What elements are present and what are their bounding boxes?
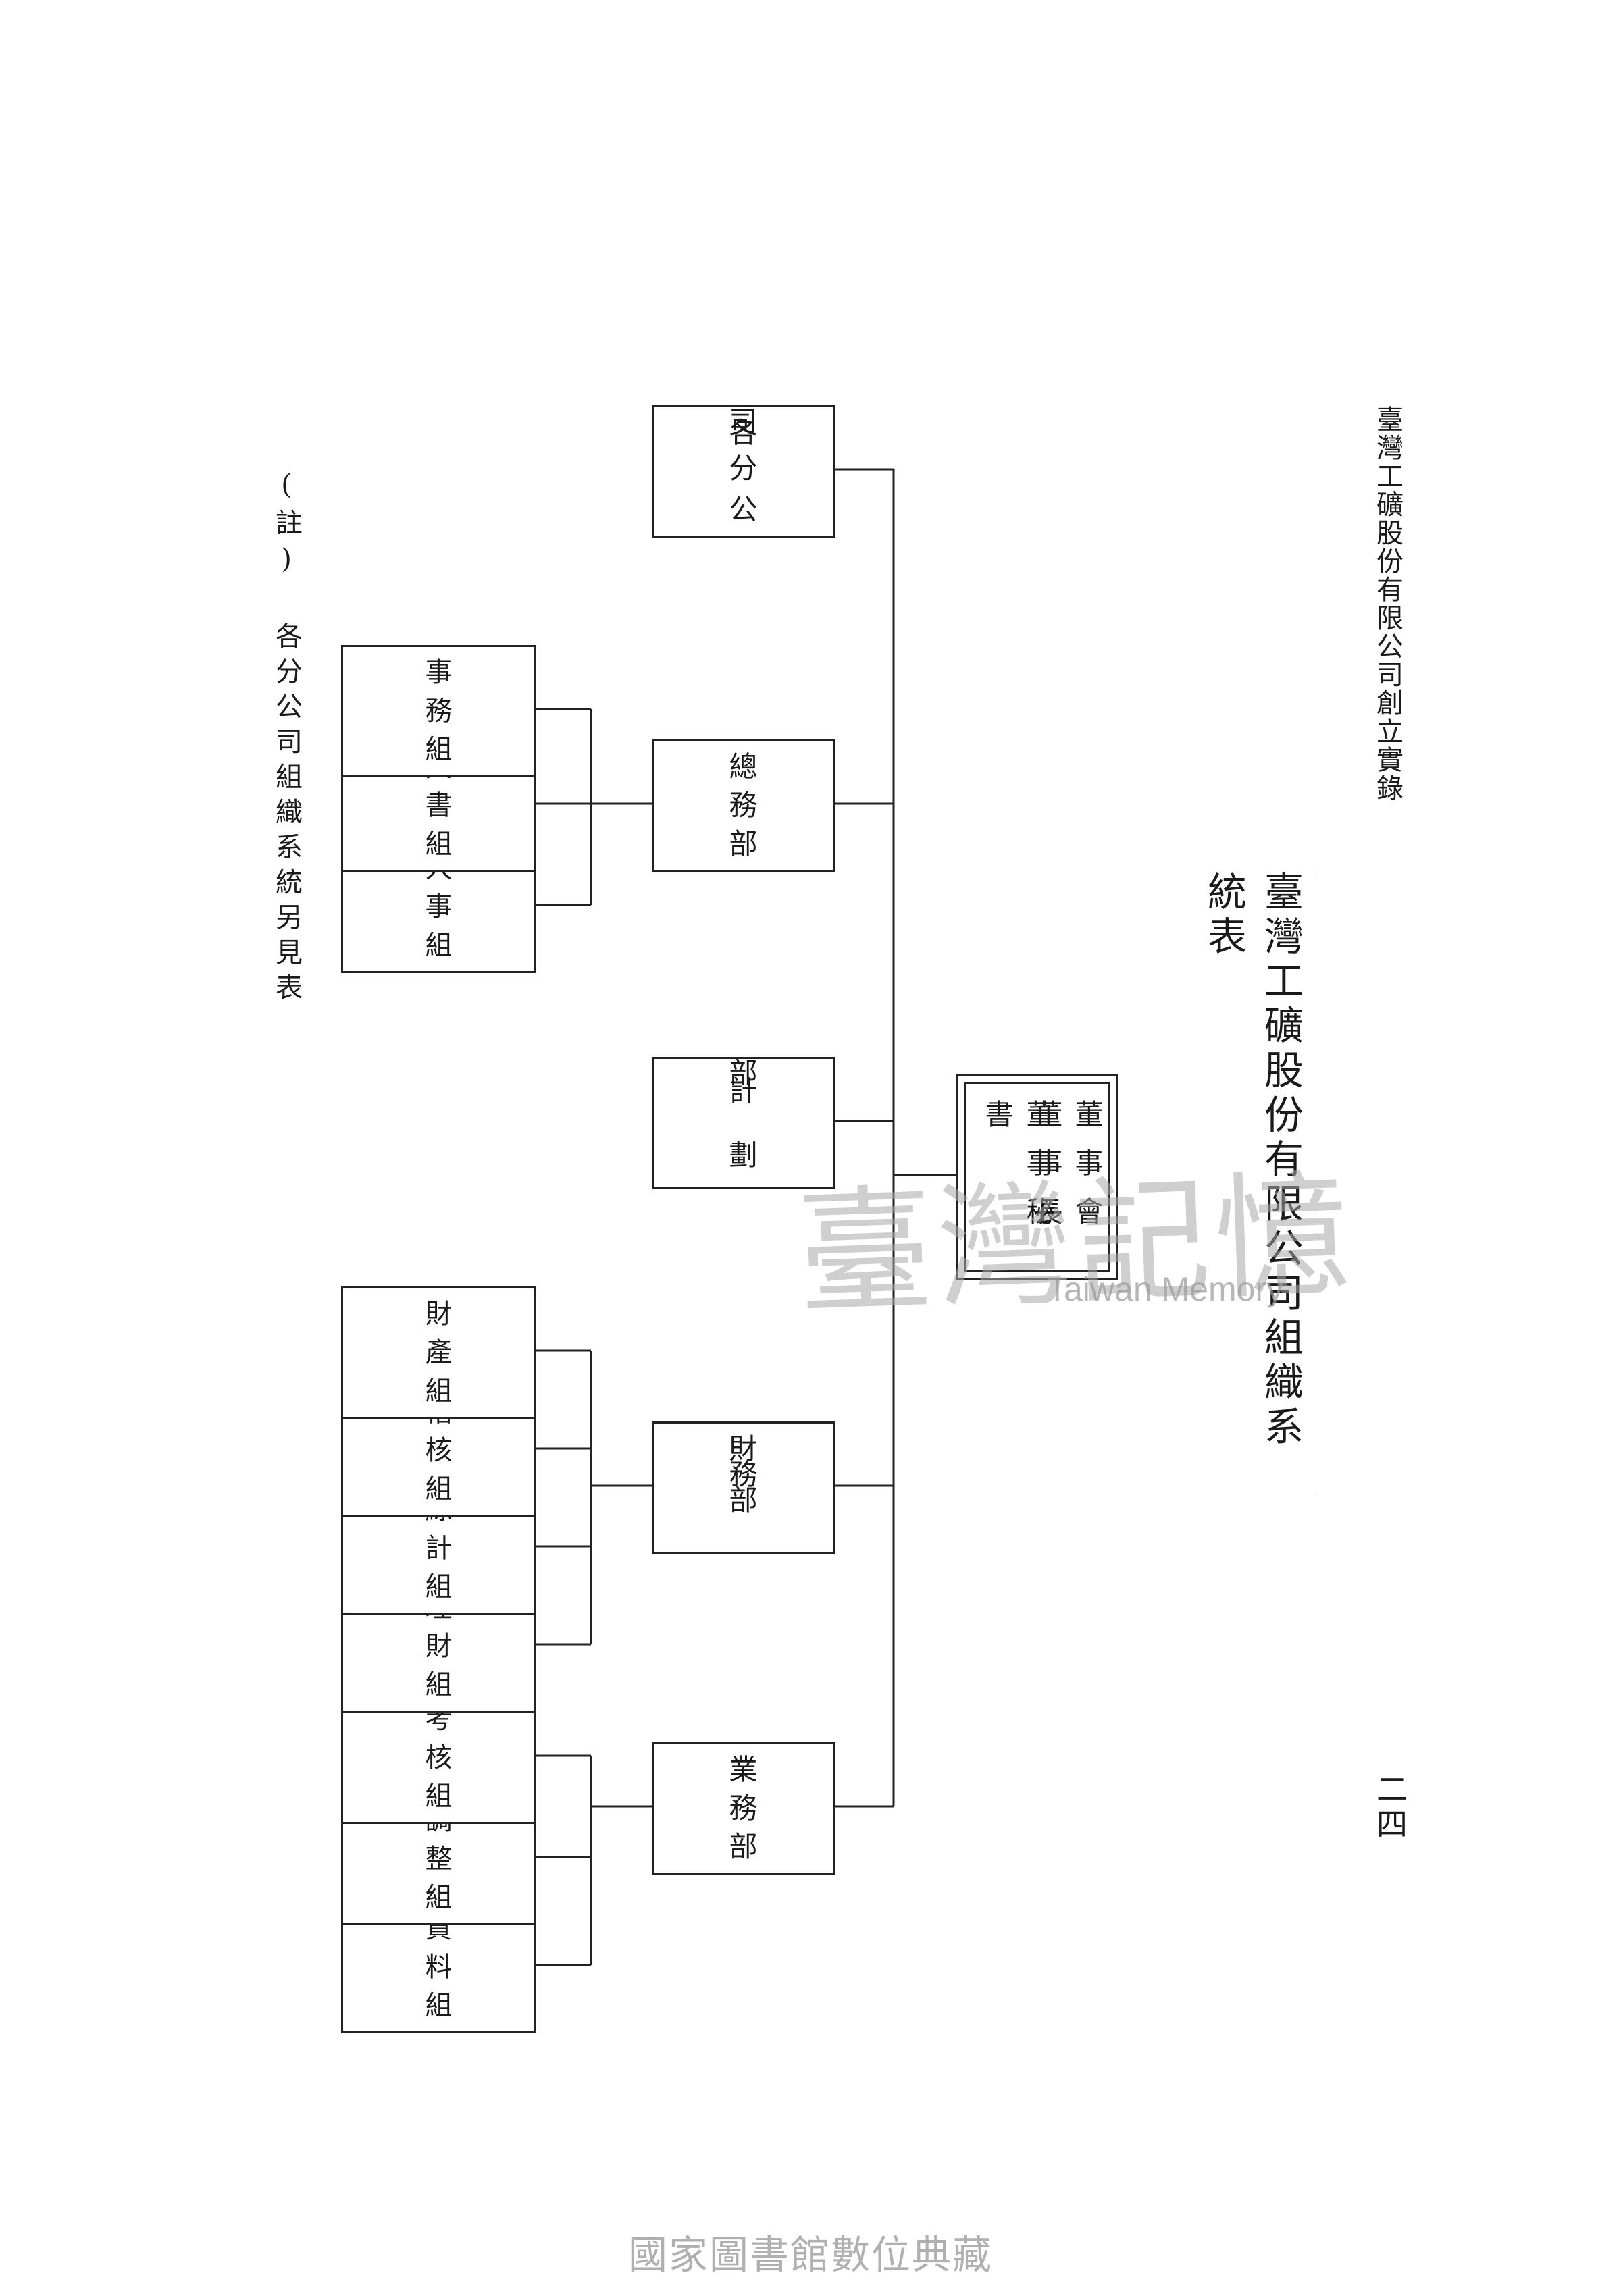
department-box-char: 計 bbox=[729, 1074, 758, 1107]
department-box-char: 部 bbox=[729, 827, 758, 860]
group-box-char: 財 bbox=[425, 1299, 453, 1330]
department-box: 業務部 bbox=[652, 1742, 835, 1875]
group-box-char: 料 bbox=[425, 1952, 453, 1983]
department-box-char: 務 bbox=[729, 1458, 758, 1491]
group-box: 財產組 bbox=[341, 1286, 536, 1419]
board-label-2: 董事長 bbox=[1030, 1099, 1063, 1245]
group-box-char: 事 bbox=[425, 657, 453, 688]
group-box-char: 組 bbox=[425, 829, 453, 860]
department-box: 財務部 bbox=[652, 1421, 835, 1554]
group-box-char: 務 bbox=[425, 696, 453, 727]
group-box-char: 書 bbox=[425, 790, 453, 821]
group-box-char: 組 bbox=[425, 1376, 453, 1407]
group-box-char: 組 bbox=[425, 1990, 453, 2021]
group-box-char: 財 bbox=[425, 1631, 453, 1662]
department-box-char: 劃 bbox=[729, 1138, 758, 1172]
department-box-char: 務 bbox=[729, 789, 758, 822]
department-box-char: 公 bbox=[729, 493, 758, 526]
group-box-char: 核 bbox=[425, 1435, 453, 1466]
department-box: 計劃部 bbox=[652, 1057, 835, 1189]
department-box-char: 分 bbox=[729, 452, 758, 486]
watermark-subtitle: Taiwan Memory bbox=[1047, 1270, 1284, 1308]
group-box-char: 組 bbox=[425, 1781, 453, 1812]
department-box-char: 各 bbox=[729, 416, 758, 449]
department-box-char: 務 bbox=[729, 1792, 758, 1825]
group-box-char: 整 bbox=[425, 1844, 453, 1875]
group-box-char: 核 bbox=[425, 1742, 453, 1773]
department-box: 總務部 bbox=[652, 739, 835, 872]
board-label-3: 董事秘書 bbox=[981, 1099, 1055, 1245]
group-box-char: 組 bbox=[425, 734, 453, 765]
footnote: (註) 各分公司組織系統另見表 bbox=[271, 469, 302, 1008]
archive-footer: 國家圖書館數位典藏 bbox=[627, 2232, 993, 2278]
department-box-char: 部 bbox=[729, 1056, 758, 1089]
group-box-char: 組 bbox=[425, 1882, 453, 1913]
department-box-char: 部 bbox=[729, 1484, 758, 1517]
group-box-char: 事 bbox=[425, 891, 453, 922]
department-box-char: 業 bbox=[729, 1753, 758, 1786]
group-box-char: 組 bbox=[425, 930, 453, 961]
group-box-char: 組 bbox=[425, 1669, 453, 1700]
group-box-char: 產 bbox=[425, 1337, 453, 1368]
group-box: 事務組 bbox=[341, 645, 536, 777]
department-box-char: 財 bbox=[729, 1432, 758, 1465]
department-box-char: 部 bbox=[729, 1830, 758, 1863]
group-box-char: 計 bbox=[425, 1533, 453, 1564]
chart-title: 臺灣工礦股份有限公司組織系統表 bbox=[1195, 871, 1318, 1492]
board-label-1: 董事會 bbox=[1071, 1099, 1104, 1245]
running-header: 臺灣工礦股份有限公司創立實錄 bbox=[1372, 405, 1403, 802]
page-number: 二四 bbox=[1372, 1773, 1408, 1843]
department-box-char: 總 bbox=[729, 750, 758, 783]
group-box-char: 組 bbox=[425, 1571, 453, 1602]
department-box: 各分公司 bbox=[652, 405, 835, 538]
board-box: 董事會董事長董事秘書 bbox=[956, 1074, 1118, 1280]
department-box-char: 司 bbox=[729, 405, 758, 438]
group-box-char: 組 bbox=[425, 1473, 453, 1505]
